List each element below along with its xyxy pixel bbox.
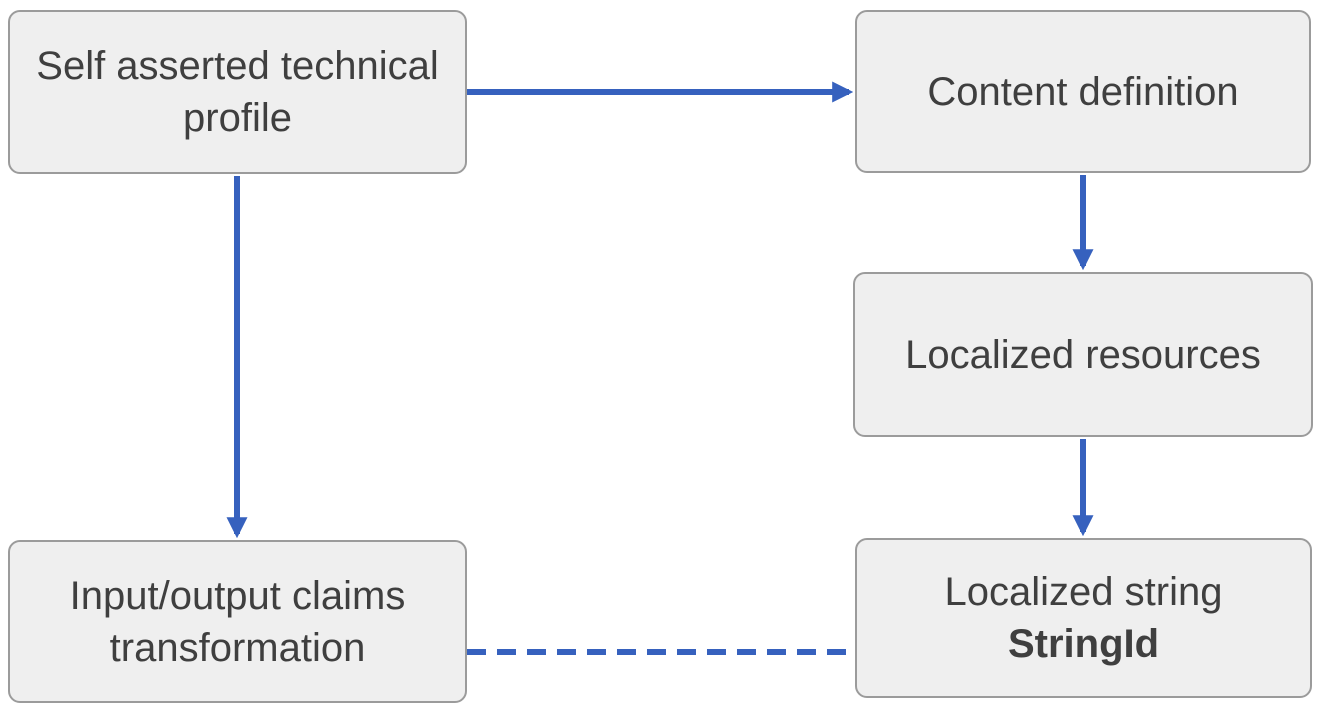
node-label: Localized string [944,570,1223,614]
node-localized-resources: Localized resources [853,272,1313,437]
node-input-output-claims-transformation: Input/output claims transformation [8,540,467,703]
node-content-definition: Content definition [855,10,1311,173]
node-label-stringid: StringId [1007,622,1160,666]
node-label: Input/output claims transformation [69,573,406,670]
node-label: Self asserted technical profile [36,44,439,140]
node-label: Content definition [927,69,1239,114]
node-localized-string: Localized string StringId [855,538,1312,698]
node-label: Localized resources [905,332,1261,377]
node-self-asserted-technical-profile: Self asserted technical profile [8,10,467,174]
